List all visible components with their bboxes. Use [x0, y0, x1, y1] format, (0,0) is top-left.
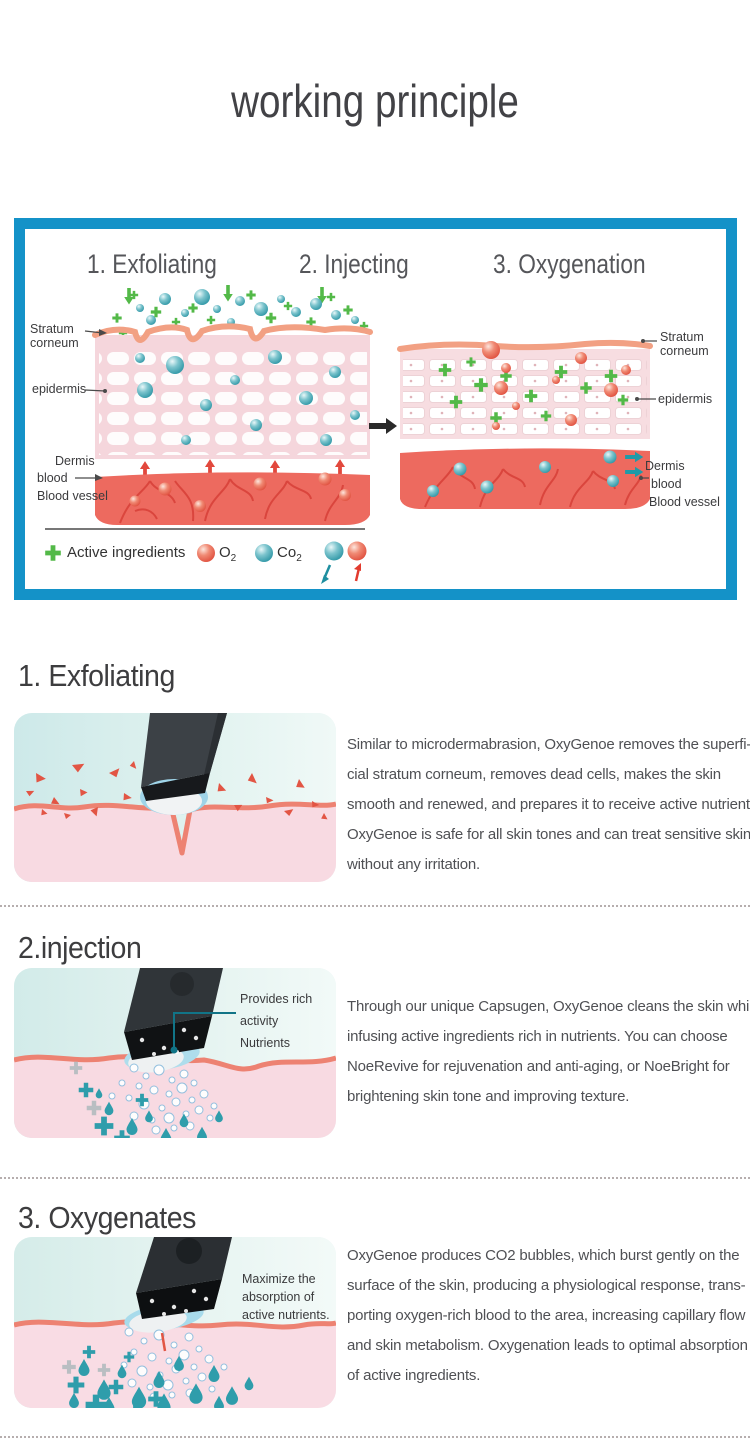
before-diagram	[92, 285, 373, 525]
section1-paragraph: Similar to microdermabrasion, OxyGenoe r…	[347, 730, 750, 880]
section3-line3: porting oxygen-rich blood to the area, i…	[347, 1307, 746, 1324]
legend-o2-base: O	[219, 544, 231, 561]
diagram-inner: 1. Exfoliating 2. Injecting 3. Oxygenati…	[25, 229, 726, 589]
legend-graphics	[45, 528, 367, 584]
section2-line2: infusing active ingredients rich in nutr…	[347, 1028, 728, 1045]
debris-particles	[26, 761, 328, 820]
after-label-blood: blood	[651, 477, 682, 491]
section3-line2: surface of the skin, producing a physiol…	[347, 1277, 746, 1294]
section3-line4: and skin metabolism. Oxygenation leads t…	[347, 1337, 748, 1354]
device-tip	[140, 713, 227, 815]
page-title: working principle	[231, 75, 519, 127]
after-label-stratum-corneum: Stratum corneum	[660, 330, 709, 358]
legend-co2-sub: 2	[296, 553, 302, 564]
legend-o2: O2	[219, 544, 236, 564]
section1-line1: Similar to microdermabrasion, OxyGenoe r…	[347, 736, 750, 753]
section3-callout: Maximize the absorption of active nutrie…	[242, 1272, 330, 1322]
section3-line5: of active ingredients.	[347, 1367, 481, 1384]
oxygenates-illustration-svg	[14, 1237, 336, 1408]
device-tip	[124, 1237, 232, 1333]
section3-line1: OxyGenoe produces CO2 bubbles, which bur…	[347, 1247, 740, 1264]
step-label-oxygenation: 3. Oxygenation	[493, 249, 646, 279]
section2-callout: Provides rich activity Nutrients	[240, 992, 313, 1050]
section1-line5: without any irritation.	[347, 856, 480, 873]
section1-line4: OxyGenoe is safe for all skin tones and …	[347, 826, 750, 843]
before-label-blood-vessel: Blood vessel	[37, 489, 108, 503]
section2-paragraph: Through our unique Capsugen, OxyGenoe cl…	[347, 992, 750, 1112]
transition-arrow-icon	[369, 418, 397, 434]
injection-illustration-svg	[14, 968, 336, 1138]
section1-heading: 1. Exfoliating	[18, 658, 175, 693]
legend-o2-sub: 2	[230, 553, 237, 564]
section3-illustration: Maximize the absorption of active nutrie…	[14, 1237, 336, 1408]
section2-line3: NoeRevive for rejuvenation and anti-agin…	[347, 1058, 730, 1075]
legend-active-ingredients: Active ingredients	[67, 544, 186, 561]
separator-1	[0, 905, 750, 907]
section3-heading: 3. Oxygenates	[18, 1200, 196, 1235]
exfoliating-illustration-svg	[14, 713, 336, 882]
before-label-epidermis: epidermis	[32, 382, 87, 396]
red-streak	[160, 1332, 167, 1352]
separator-3	[0, 1436, 750, 1438]
skin-diagram-illustration	[45, 285, 657, 584]
step-label-exfoliating: 1. Exfoliating	[87, 249, 217, 279]
before-label-blood: blood	[37, 471, 68, 485]
legend-co2: Co2	[277, 544, 302, 564]
before-label-dermis: Dermis	[55, 454, 95, 468]
section3-paragraph: OxyGenoe produces CO2 bubbles, which bur…	[347, 1241, 750, 1391]
before-label-stratum-corneum: Stratum corneum	[30, 322, 79, 350]
section1-line3: smooth and renewed, and prepares it to r…	[347, 796, 750, 813]
after-label-blood-vessel: Blood vessel	[649, 495, 720, 509]
step-label-injecting: 2. Injecting	[299, 249, 409, 279]
section2-illustration: Provides rich activity Nutrients	[14, 968, 336, 1138]
device-tip	[124, 968, 223, 1073]
after-diagram	[397, 339, 653, 509]
section2-line1: Through our unique Capsugen, OxyGenoe cl…	[347, 998, 750, 1015]
callout-line	[170, 1012, 236, 1054]
section2-heading: 2.injection	[18, 930, 142, 965]
after-label-dermis: Dermis	[645, 459, 685, 473]
after-label-epidermis: epidermis	[658, 392, 713, 406]
separator-2	[0, 1177, 750, 1179]
section2-line4: brightening skin tone and improving text…	[347, 1088, 630, 1105]
legend-co2-base: Co	[277, 544, 297, 561]
label-connectors	[75, 329, 657, 481]
section1-illustration	[14, 713, 336, 882]
section1-line2: cial stratum corneum, removes dead cells…	[347, 766, 721, 783]
working-principle-diagram: 1. Exfoliating 2. Injecting 3. Oxygenati…	[14, 218, 737, 600]
